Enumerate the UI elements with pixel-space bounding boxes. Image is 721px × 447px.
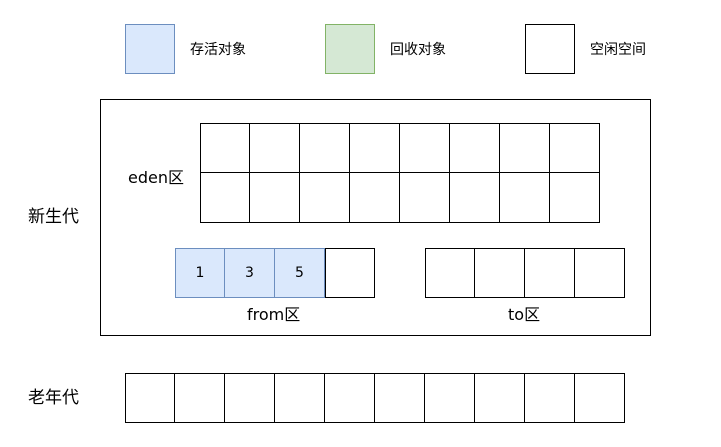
- legend-label-garbage: 回收对象: [390, 42, 446, 58]
- from-cell-live: 5: [275, 248, 325, 298]
- legend-swatch-live: [125, 24, 175, 74]
- eden-cell: [400, 123, 450, 173]
- eden-cell: [550, 173, 600, 223]
- eden-cell: [250, 123, 300, 173]
- eden-cell: [250, 173, 300, 223]
- to-cell: [575, 248, 625, 298]
- from-cell-live: 1: [175, 248, 225, 298]
- old-generation-cell: [125, 373, 175, 423]
- old-generation-cell: [475, 373, 525, 423]
- old-generation-label: 老年代: [28, 388, 79, 408]
- eden-cell: [200, 123, 250, 173]
- eden-cell: [350, 173, 400, 223]
- old-generation-cell: [275, 373, 325, 423]
- from-cell-free: [325, 248, 375, 298]
- old-generation-grid: [125, 373, 625, 423]
- to-cell: [475, 248, 525, 298]
- eden-cell: [200, 173, 250, 223]
- old-generation-cell: [425, 373, 475, 423]
- old-generation-cell: [375, 373, 425, 423]
- to-cell: [525, 248, 575, 298]
- young-generation-label: 新生代: [28, 207, 79, 227]
- old-generation-cell: [175, 373, 225, 423]
- old-generation-cell: [325, 373, 375, 423]
- legend-label-free: 空闲空间: [590, 42, 646, 58]
- to-cell: [425, 248, 475, 298]
- eden-grid: [200, 123, 600, 223]
- legend-swatch-free: [525, 24, 575, 74]
- eden-label: eden区: [128, 168, 184, 187]
- old-generation-cell: [225, 373, 275, 423]
- eden-cell: [300, 173, 350, 223]
- from-label: from区: [247, 305, 301, 324]
- eden-cell: [500, 173, 550, 223]
- to-label: to区: [508, 305, 541, 324]
- old-generation-cell: [525, 373, 575, 423]
- from-cell-live: 3: [225, 248, 275, 298]
- eden-cell: [550, 123, 600, 173]
- legend-swatch-garbage: [325, 24, 375, 74]
- eden-cell: [350, 123, 400, 173]
- eden-cell: [450, 173, 500, 223]
- legend-label-live: 存活对象: [190, 42, 246, 58]
- eden-cell: [450, 123, 500, 173]
- eden-cell: [500, 123, 550, 173]
- old-generation-cell: [575, 373, 625, 423]
- to-grid: [425, 248, 625, 298]
- eden-cell: [400, 173, 450, 223]
- eden-cell: [300, 123, 350, 173]
